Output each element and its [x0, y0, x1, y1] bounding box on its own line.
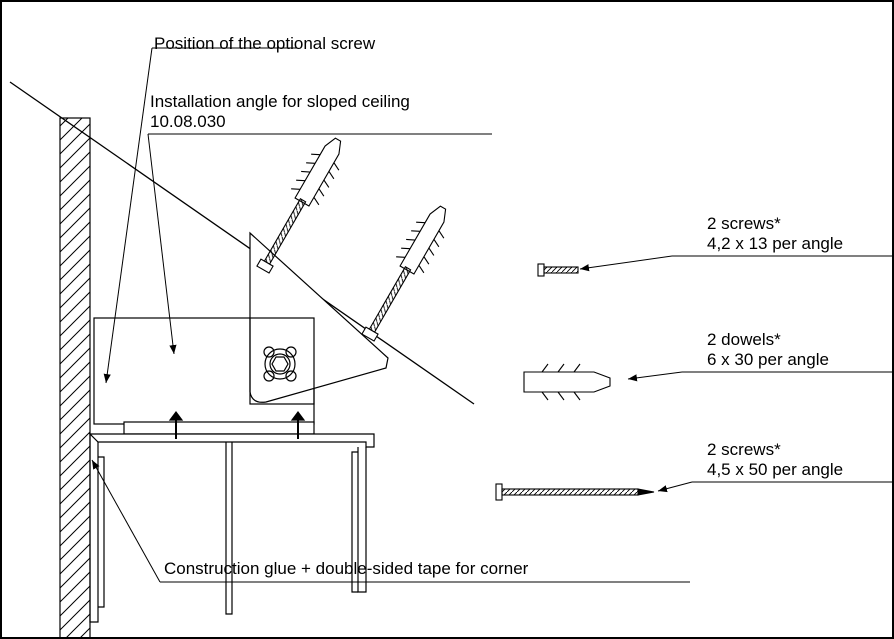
- long-screw-icon: [495, 483, 655, 501]
- installation-angle: [93, 231, 389, 425]
- leader-lines: [91, 47, 892, 583]
- screw-icon: [537, 263, 579, 277]
- glue-tape-label: Construction glue + double-sided tape fo…: [164, 559, 529, 578]
- screws-small-size-label: 4,2 x 13 per angle: [707, 234, 844, 253]
- screws-small-qty-label: 2 screws*: [707, 214, 781, 233]
- dowels-qty-label: 2 dowels*: [707, 330, 781, 349]
- ceiling-dowel-1: [256, 137, 342, 274]
- angle-code-label: 10.08.030: [150, 112, 226, 131]
- dowels-size-label: 6 x 30 per angle: [707, 350, 829, 369]
- dowel-icon: [523, 363, 611, 401]
- optional-screw-label: Position of the optional screw: [154, 34, 376, 53]
- screws-long-size-label: 4,5 x 50 per angle: [707, 460, 844, 479]
- angle-title-label: Installation angle for sloped ceiling: [150, 92, 410, 111]
- screws-long-qty-label: 2 screws*: [707, 440, 781, 459]
- sloped-ceiling-line: [9, 81, 475, 405]
- profile-rail: [88, 411, 375, 623]
- ceiling-dowel-2: [361, 205, 447, 342]
- wall: [59, 117, 91, 637]
